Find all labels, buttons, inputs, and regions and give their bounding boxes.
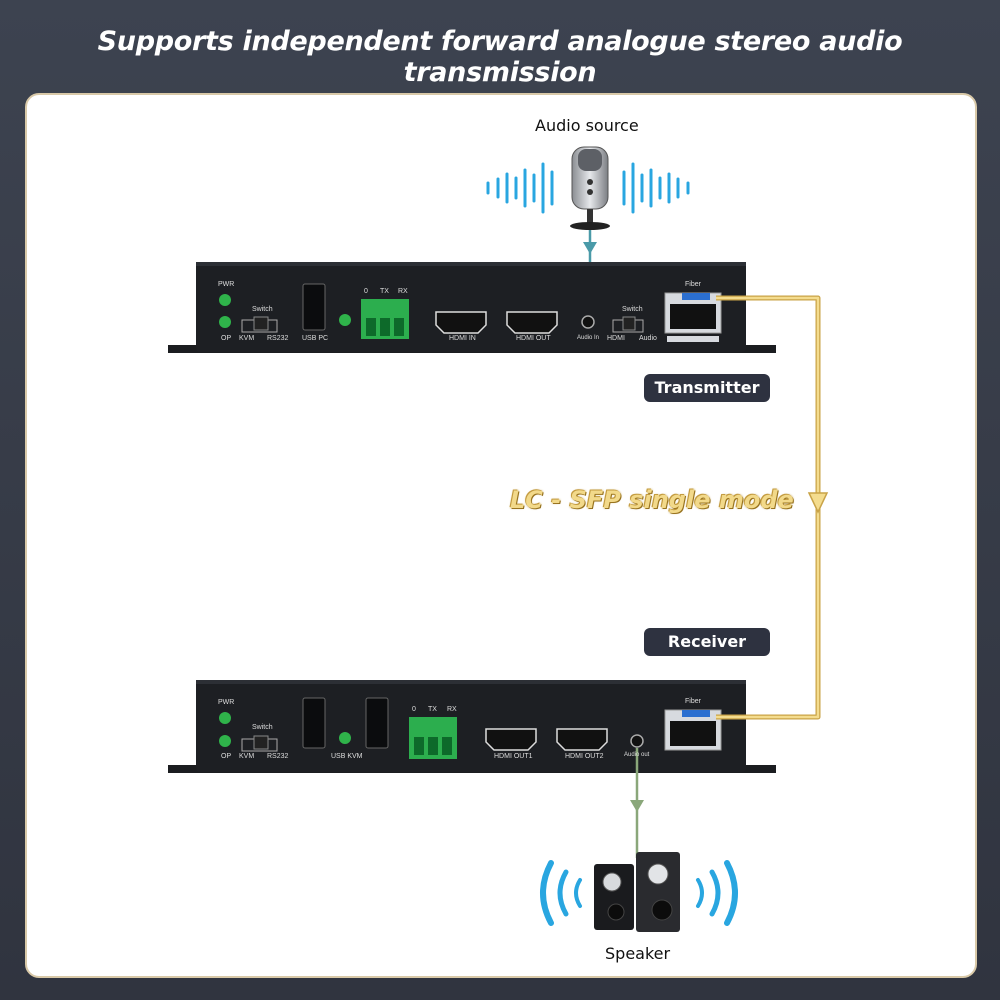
tx-sw-hdmi-label: HDMI (607, 335, 625, 342)
rx-pwr-label: PWR (218, 699, 235, 706)
rx-op-label: OP (221, 753, 232, 760)
tx-term0-label: 0 (364, 288, 368, 295)
tx-pwr-label: PWR (218, 281, 235, 288)
tx-usb-label: USB PC (302, 335, 329, 342)
rx-rs232-label: RS232 (267, 753, 289, 760)
sound-wave-right-icon (622, 162, 690, 214)
tx-audio-in-label: Audio In (577, 335, 600, 341)
sound-wave-left-icon (486, 162, 554, 214)
tx-kvm-label: KVM (239, 335, 255, 342)
microphone-icon (570, 146, 610, 230)
rx-hdmi-out1-label: HDMI OUT1 (494, 753, 533, 760)
rx-termtx-label: TX (428, 706, 437, 713)
tx-switch2-label: Switch (622, 306, 643, 313)
tx-fiber-label: Fiber (685, 281, 701, 288)
fiber-link-label: LC - SFP single mode (510, 486, 794, 514)
tx-termtx-label: TX (380, 288, 389, 295)
audio-source-label: Audio source (535, 116, 639, 135)
rx-switch-label: Switch (252, 724, 273, 731)
rx-fiber-label: Fiber (685, 698, 701, 705)
tx-termrx-label: RX (398, 288, 408, 295)
receiver-tag: Receiver (644, 628, 770, 656)
transmitter-tag: Transmitter (644, 374, 770, 402)
fiber-cable (716, 295, 829, 720)
speaker-wave-left-icon (540, 860, 582, 926)
transmitter-device (168, 262, 776, 353)
tx-rs232-label: RS232 (267, 335, 289, 342)
tx-op-label: OP (221, 335, 232, 342)
rx-usb-label: USB KVM (331, 753, 363, 760)
rx-termrx-label: RX (447, 706, 457, 713)
receiver-device (168, 680, 776, 773)
page-title: Supports independent forward analogue st… (97, 26, 903, 88)
rx-kvm-label: KVM (239, 753, 255, 760)
tx-hdmi-out-label: HDMI OUT (516, 335, 551, 342)
tx-hdmi-in-label: HDMI IN (449, 335, 476, 342)
audio-out-cable (630, 748, 644, 858)
rx-hdmi-out2-label: HDMI OUT2 (565, 753, 604, 760)
tx-switch-label: Switch (252, 306, 273, 313)
rx-term0-label: 0 (412, 706, 416, 713)
tx-sw-audio-label: Audio (639, 335, 657, 342)
speaker-wave-right-icon (696, 860, 738, 926)
speaker-label: Speaker (605, 944, 671, 963)
rx-audio-out-label: Audio out (624, 752, 650, 758)
speaker-icon (594, 852, 680, 932)
